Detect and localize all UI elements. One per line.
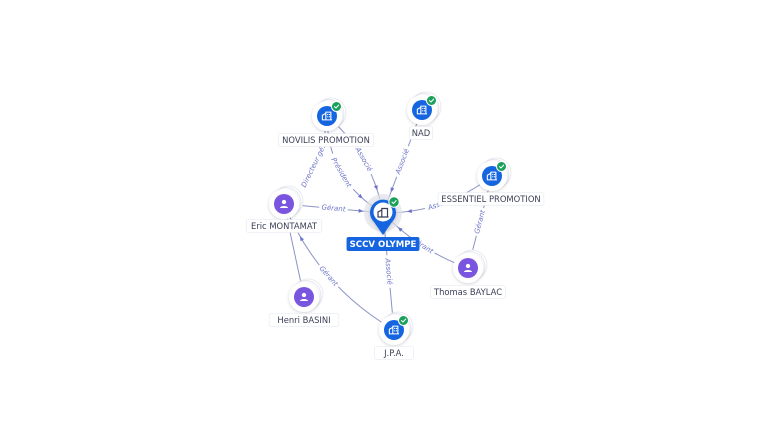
edge-arrow <box>397 227 403 232</box>
node-disc <box>384 320 404 340</box>
node-novilis-promotion[interactable]: NOVILIS PROMOTION <box>277 97 375 147</box>
node-eric-montamat[interactable]: Eric MONTAMAT <box>246 185 322 233</box>
node-label-bg <box>277 133 375 147</box>
center-layer: SCCV OLYMPE <box>346 194 420 251</box>
verified-badge <box>331 101 342 112</box>
edge-arrow <box>357 193 363 199</box>
node-label: Eric MONTAMAT <box>251 221 318 231</box>
edge-label-bg <box>352 142 377 176</box>
edge-label: Gérant <box>321 203 346 213</box>
node-j-p-a[interactable]: J.P.A. <box>374 311 414 360</box>
node-label-bg <box>437 192 545 206</box>
edge-label: Gérant <box>318 265 340 289</box>
edge-arrow <box>373 185 378 191</box>
node-label-bg <box>408 126 434 140</box>
node-label: J.P.A. <box>383 348 404 358</box>
edge-label-bg <box>328 152 356 192</box>
building-outline <box>377 207 389 218</box>
node-essentiel-promotion[interactable]: ESSENTIEL PROMOTION <box>437 157 545 206</box>
node-disc <box>412 100 432 120</box>
edge-label: Directeur gé... <box>300 140 329 189</box>
nodes-layer: NOVILIS PROMOTION NAD ESSENTIEL PROMOTION E… <box>246 91 545 360</box>
node-label: Thomas BAYLAC <box>433 287 502 297</box>
node-henri-basini[interactable]: Henri BASINI <box>268 278 340 327</box>
node-label-bg <box>430 285 506 299</box>
edge-label-bg <box>295 132 332 196</box>
node-label: Henri BASINI <box>277 315 330 325</box>
edge-label-bg <box>316 262 342 289</box>
edge-label: Président <box>329 156 353 189</box>
node-label-bg <box>268 313 340 327</box>
node-label-bg <box>374 346 414 360</box>
node-disc <box>482 166 502 186</box>
verified-badge <box>398 315 409 326</box>
center-node[interactable]: SCCV OLYMPE <box>346 194 420 251</box>
node-label: ESSENTIEL PROMOTION <box>441 194 540 204</box>
node-label: NAD <box>412 128 430 138</box>
edge-label: Associé <box>353 145 374 173</box>
edge-label: Gérant <box>473 209 487 235</box>
edge-label-bg <box>318 202 349 213</box>
verified-badge <box>388 196 400 208</box>
node-label: NOVILIS PROMOTION <box>282 135 370 145</box>
node-thomas-baylac[interactable]: Thomas BAYLAC <box>430 249 506 299</box>
edge-label: Associé <box>394 147 411 176</box>
edge-arrow <box>390 187 395 193</box>
building-icon <box>377 207 389 218</box>
edge-arrow <box>358 208 364 213</box>
node-nad[interactable]: NAD <box>407 91 442 140</box>
edge-label-bg <box>471 206 487 237</box>
center-label-bg <box>346 237 420 251</box>
edge-arrow <box>407 209 413 213</box>
center-label: SCCV OLYMPE <box>350 240 417 250</box>
verified-badge <box>426 95 437 106</box>
edge-label-bg <box>392 144 412 178</box>
edge-label: Associé <box>383 257 394 286</box>
node-label-bg <box>246 219 322 233</box>
edge-arrow <box>299 236 305 242</box>
edge-label-bg <box>383 254 396 289</box>
verified-badge <box>496 161 507 172</box>
node-disc <box>317 106 337 126</box>
